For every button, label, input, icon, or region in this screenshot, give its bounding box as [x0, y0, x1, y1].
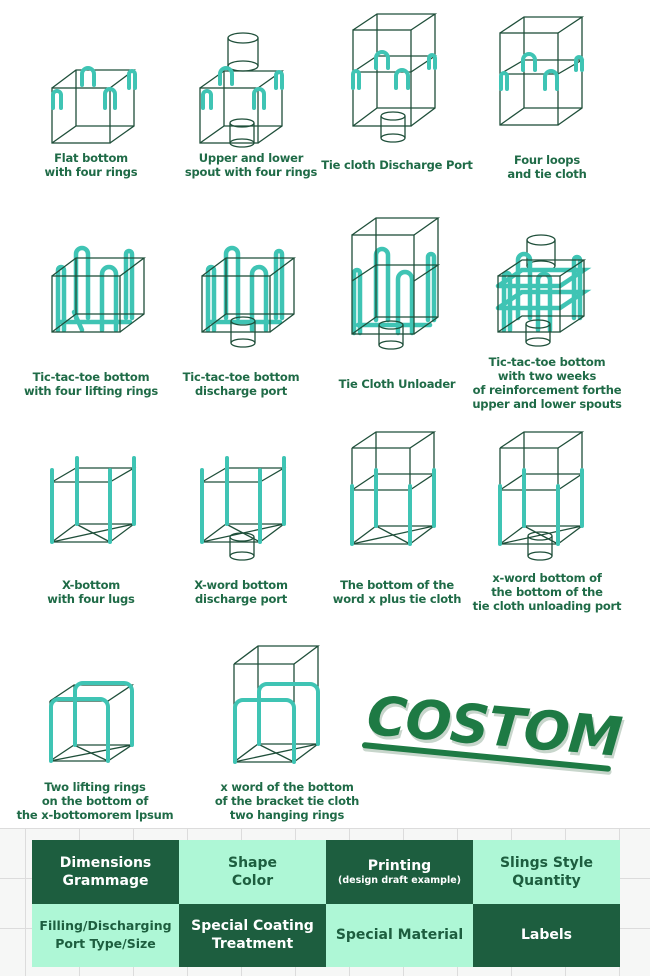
bag-caption: Two lifting rings on the bottom of the x…	[0, 780, 190, 822]
caption-line: Tie cloth Discharge Port	[321, 158, 473, 172]
caption-line: Tie Cloth Unloader	[338, 377, 456, 391]
bag-caption: The bottom of the word x plus tie cloth	[316, 578, 478, 606]
x-bottom-four-lugs-icon	[50, 456, 137, 544]
option-filling-discharging-port: Filling/Discharging Port Type/Size	[32, 903, 179, 967]
tic-tac-toe-reinforced-spouts-icon	[495, 234, 592, 347]
caption-line: of the bracket tie cloth	[214, 794, 360, 808]
bag-caption: x-word bottom of the bottom of the tie c…	[452, 571, 642, 613]
bag-caption: Upper and lower spout with four rings	[170, 151, 332, 179]
bag-caption: Tic-tac-toe bottom discharge port	[160, 370, 322, 398]
x-word-bottom-discharge-port-icon	[200, 456, 287, 561]
caption-line: with four lugs	[47, 592, 135, 606]
caption-line: with two weeks	[497, 369, 597, 383]
tic-tac-toe-discharge-port-icon	[201, 245, 296, 348]
caption-line: x word of the bottom	[220, 780, 354, 794]
caption-line: x-word bottom of	[492, 571, 602, 585]
caption-line: with four lifting rings	[23, 384, 159, 398]
option-label: Quantity	[512, 872, 581, 889]
option-label: Grammage	[62, 872, 149, 889]
four-loops-tie-cloth-icon	[499, 16, 585, 126]
option-dimensions-grammage: Dimensions Grammage	[32, 840, 179, 904]
option-label: Slings Style	[499, 854, 594, 871]
caption-line: on the bottom of	[41, 794, 149, 808]
option-shape-color: Shape Color	[179, 840, 326, 904]
flat-bottom-four-rings-icon	[51, 66, 137, 144]
option-special-coating-treatment: Special Coating Treatment	[179, 903, 326, 967]
option-label: Special Coating	[191, 918, 314, 935]
option-label: Special Material	[335, 927, 464, 944]
option-label: Printing	[367, 857, 432, 874]
caption-line: Two lifting rings	[44, 780, 146, 794]
x-bottom-bracket-tie-cloth-two-rings-icon	[233, 645, 320, 764]
bag-caption: Flat bottom with four rings	[10, 151, 172, 179]
option-label: Labels	[520, 927, 573, 944]
option-sublabel: (design draft example)	[338, 874, 461, 886]
bag-caption: X-word bottom discharge port	[160, 578, 322, 606]
costom-banner: COSTOM	[361, 680, 624, 780]
caption-line: Four loops	[514, 153, 580, 167]
caption-line: The bottom of the	[340, 578, 454, 592]
caption-line: word x plus tie cloth	[332, 592, 462, 606]
bag-caption: Tie cloth Discharge Port	[316, 158, 478, 172]
tic-tac-toe-four-lifting-rings-icon	[51, 245, 146, 333]
option-label: Treatment	[211, 936, 294, 953]
caption-line: the x-bottomorem lpsum	[16, 808, 174, 822]
caption-line: Tic-tac-toe bottom	[488, 355, 606, 369]
caption-line: upper and lower spouts	[472, 397, 622, 411]
bag-caption: X-bottom with four lugs	[10, 578, 172, 606]
option-label: Filling/Discharging	[39, 918, 172, 934]
caption-line: the bottom of the	[491, 585, 603, 599]
bag-caption: Four loops and tie cloth	[466, 153, 628, 181]
option-label: Dimensions	[59, 854, 152, 871]
caption-line: X-word bottom	[194, 578, 288, 592]
option-special-material: Special Material	[326, 903, 473, 967]
bag-caption: Tic-tac-toe bottom with four lifting rin…	[10, 370, 172, 398]
x-bottom-tie-cloth-unloading-port-icon	[498, 431, 585, 561]
option-label: Color	[231, 872, 274, 889]
bag-caption: Tic-tac-toe bottom with two weeks of rei…	[452, 355, 642, 411]
caption-line: with four rings	[44, 165, 138, 179]
caption-line: two hanging rings	[229, 808, 345, 822]
custom-options-grid: Dimensions Grammage Shape Color Printing…	[32, 840, 620, 967]
option-label: Shape	[227, 854, 277, 871]
caption-line: discharge port	[195, 384, 287, 398]
bag-caption: x word of the bottom of the bracket tie …	[192, 780, 382, 822]
tie-cloth-discharge-port-icon	[351, 13, 438, 143]
caption-line: tie cloth unloading port	[472, 599, 622, 613]
caption-line: X-bottom	[61, 578, 121, 592]
option-slings-style-quantity: Slings Style Quantity	[473, 840, 620, 904]
caption-line: and tie cloth	[507, 167, 587, 181]
caption-line: Tic-tac-toe bottom	[182, 370, 300, 384]
caption-line: Tic-tac-toe bottom	[32, 370, 150, 384]
option-printing: Printing (design draft example)	[326, 840, 473, 904]
caption-line: Upper and lower	[198, 151, 304, 165]
caption-line: of reinforcement forthe	[472, 383, 622, 397]
two-lifting-rings-x-bottom-icon	[49, 681, 135, 763]
caption-line: spout with four rings	[184, 165, 318, 179]
caption-line: discharge port	[195, 592, 287, 606]
bag-caption: Tie Cloth Unloader	[316, 377, 478, 391]
upper-lower-spout-four-rings-icon	[199, 32, 285, 148]
x-bottom-tie-cloth-icon	[350, 431, 437, 546]
option-label: Port Type/Size	[55, 936, 156, 952]
tie-cloth-unloader-icon	[351, 217, 441, 350]
caption-line: Flat bottom	[54, 151, 128, 165]
option-labels: Labels	[473, 903, 620, 967]
